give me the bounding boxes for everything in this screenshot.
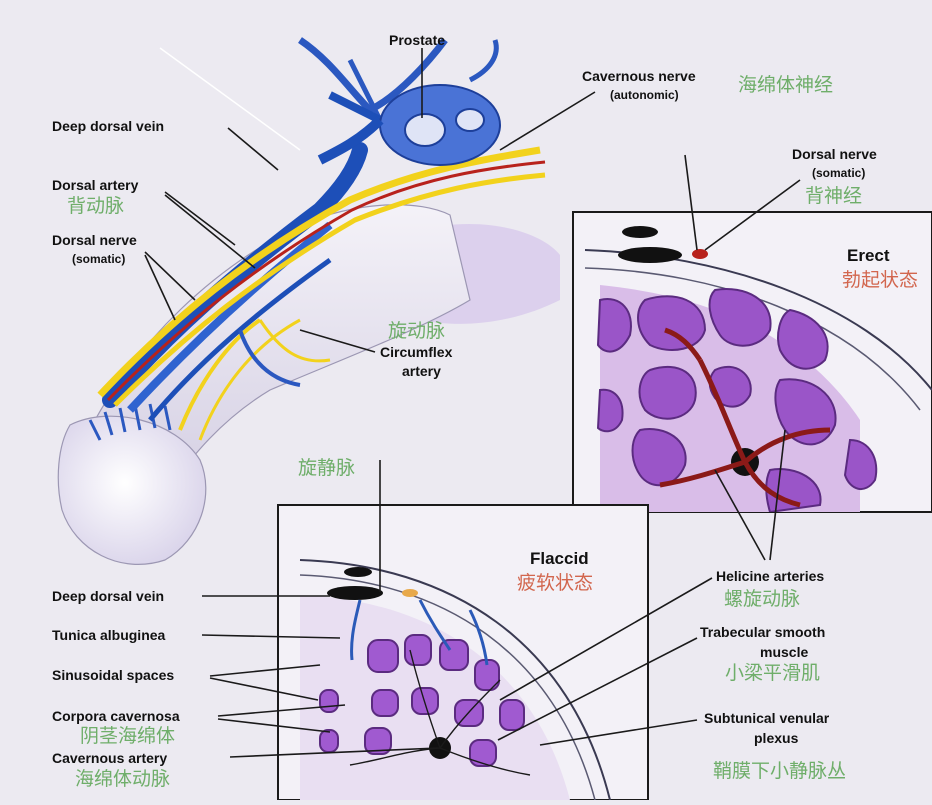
label-erect-zh: 勃起状态 xyxy=(842,269,919,291)
label-helicine-arteries: Helicine arteries xyxy=(716,568,825,584)
label-cavernous-artery: Cavernous artery xyxy=(52,750,168,766)
label-subtunical-venular-plexus: Subtunical venular xyxy=(704,710,830,726)
label-cavernous-nerve: Cavernous nerve xyxy=(582,68,696,84)
label-helicine-arteries-zh: 螺旋动脉 xyxy=(724,588,801,610)
label-flaccid: Flaccid xyxy=(530,549,589,568)
label-erect: Erect xyxy=(847,246,890,265)
label-cavernous-nerve-sub: (autonomic) xyxy=(610,88,679,102)
label-subtunical-venular-plexus-zh: 鞘膜下小静脉丛 xyxy=(713,760,847,782)
label-cavernous-nerve-zh: 海绵体神经 xyxy=(738,74,834,96)
label-circumflex-artery-zh: 旋动脉 xyxy=(388,320,446,342)
label-dorsal-nerve-right: Dorsal nerve xyxy=(792,146,877,162)
label-prostate: Prostate xyxy=(389,32,446,48)
label-dorsal-nerve-right-sub: (somatic) xyxy=(812,166,866,180)
label-tunica-albuginea: Tunica albuginea xyxy=(52,627,166,643)
label-circumflex-artery-2: artery xyxy=(402,363,441,379)
label-cavernous-artery-zh: 海绵体动脉 xyxy=(75,768,171,790)
dorsal-nerve-illustration xyxy=(97,146,541,398)
label-circumflex-artery: Circumflex xyxy=(380,344,453,360)
label-dorsal-artery: Dorsal artery xyxy=(52,177,139,193)
label-trabecular-smooth-muscle-zh: 小梁平滑肌 xyxy=(725,662,821,684)
erect-cross-section xyxy=(572,211,932,513)
label-pointer-lines xyxy=(144,48,801,758)
label-circumflex-vein-zh: 旋静脉 xyxy=(298,457,356,479)
label-corpora-cavernosa: Corpora cavernosa xyxy=(52,708,180,724)
label-deep-dorsal-vein-top: Deep dorsal vein xyxy=(52,118,165,134)
label-sinusoidal-spaces: Sinusoidal spaces xyxy=(52,667,175,683)
label-dorsal-nerve-left: Dorsal nerve xyxy=(52,232,137,248)
flaccid-cross-section xyxy=(277,504,649,801)
penis-shaft-illustration xyxy=(57,37,560,565)
label-trabecular-smooth-muscle-2: muscle xyxy=(760,644,809,660)
label-dorsal-artery-zh: 背动脉 xyxy=(67,195,125,217)
label-deep-dorsal-vein-bottom: Deep dorsal vein xyxy=(52,588,165,604)
label-subtunical-venular-plexus-2: plexus xyxy=(754,730,799,746)
glans-illustration xyxy=(57,415,207,565)
prostate-illustration xyxy=(298,37,501,166)
dorsal-artery-illustration xyxy=(106,160,546,402)
label-corpora-cavernosa-zh: 阴茎海绵体 xyxy=(80,725,176,747)
label-dorsal-nerve-left-sub: (somatic) xyxy=(72,252,126,266)
label-trabecular-smooth-muscle: Trabecular smooth xyxy=(700,624,826,640)
label-flaccid-zh: 疲软状态 xyxy=(517,572,594,594)
label-dorsal-nerve-right-zh: 背神经 xyxy=(805,185,863,207)
